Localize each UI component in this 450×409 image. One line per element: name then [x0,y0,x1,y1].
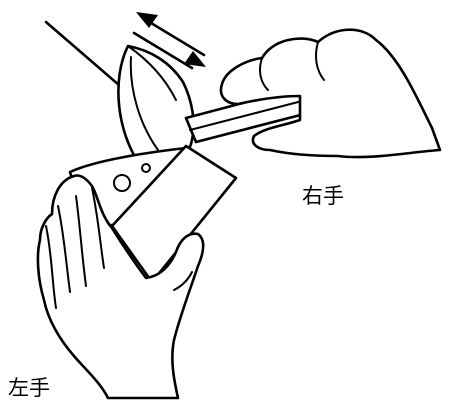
right-hand-label: 右手 [302,186,344,207]
tool-hole-small [142,164,150,172]
left-hand-label: 左手 [8,378,50,399]
right-hand [221,30,440,157]
tool-hole-large [114,175,130,191]
